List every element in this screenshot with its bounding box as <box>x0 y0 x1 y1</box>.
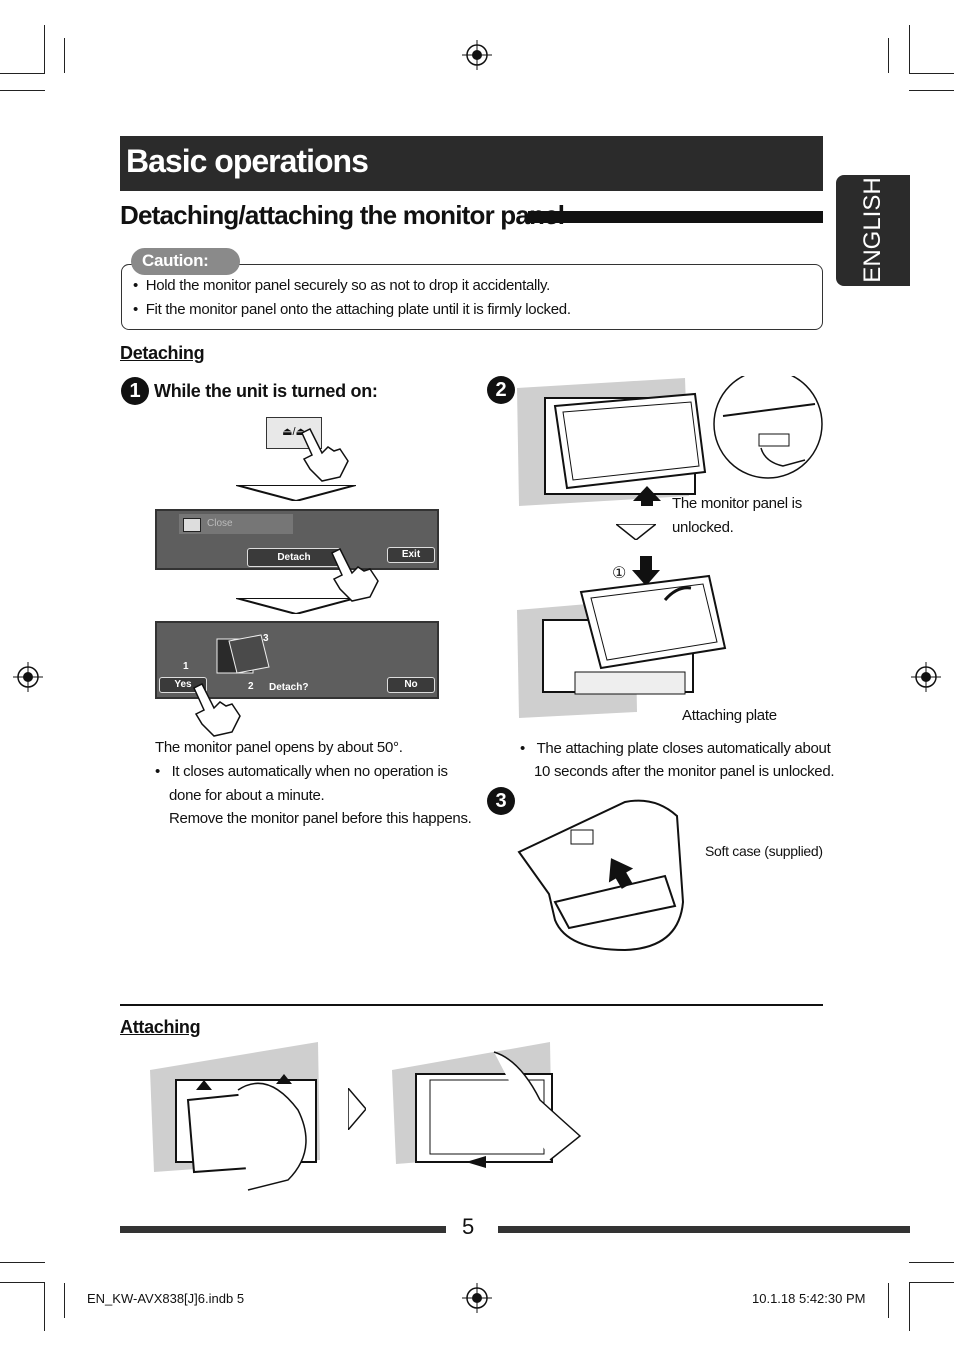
print-file-name: EN_KW-AVX838[J]6.indb 5 <box>87 1291 245 1306</box>
crop-mark <box>888 1283 889 1318</box>
registration-mark-icon <box>462 40 492 70</box>
no-button[interactable]: No <box>387 677 435 693</box>
registration-mark-icon <box>911 662 941 692</box>
screen-label-2: 2 <box>248 681 254 692</box>
crop-mark <box>909 1283 910 1331</box>
step-number-3: 3 <box>487 787 515 815</box>
attaching-plate-label: Attaching plate <box>682 707 777 724</box>
step-number-1: 1 <box>121 377 149 405</box>
crop-mark <box>44 1283 45 1331</box>
step-2-bullet-cont: 10 seconds after the monitor panel is un… <box>534 763 835 780</box>
finger-pointer-icon <box>193 682 241 737</box>
crop-mark <box>888 38 889 73</box>
step-2-bullet: • The attaching plate closes automatical… <box>520 740 831 757</box>
page-title-bar: Basic operations <box>120 136 823 191</box>
section-divider <box>120 1004 823 1006</box>
page-title: Basic operations <box>126 143 369 179</box>
page-number: 5 <box>462 1214 475 1239</box>
crop-mark <box>909 1262 954 1263</box>
unlocked-caption: The monitor panel is <box>672 495 802 512</box>
detach-button[interactable]: Detach <box>247 548 341 567</box>
registration-mark-icon <box>13 662 43 692</box>
eject-symbol: ⏏/⏏ <box>282 426 306 438</box>
detach-confirm-screen: ① 1 2 3 Yes Detach? No <box>155 621 439 699</box>
monitor-panel-icon <box>216 634 270 674</box>
step-1-bullet-cont: Remove the monitor panel before this hap… <box>169 810 472 827</box>
crop-mark <box>0 1262 45 1263</box>
step-1-bullet-cont: done for about a minute. <box>169 787 325 804</box>
caution-item-text: Fit the monitor panel onto the attaching… <box>145 301 571 318</box>
close-label: Close <box>207 518 233 529</box>
next-arrow-icon <box>348 1088 366 1130</box>
caution-item: • Hold the monitor panel securely so as … <box>133 277 551 294</box>
detaching-heading: Detaching <box>120 343 205 363</box>
screen-label-3: 3 <box>263 633 269 644</box>
caution-badge: Caution: <box>131 248 240 275</box>
crop-mark <box>909 25 910 73</box>
detach-menu-screen: Close Detach Exit <box>155 509 439 570</box>
registration-mark-icon <box>462 1283 492 1313</box>
close-menu-item[interactable]: Close <box>179 514 293 534</box>
down-arrow-icon <box>236 598 356 614</box>
caution-item: • Fit the monitor panel onto the attachi… <box>133 301 571 318</box>
section-rule <box>528 211 823 223</box>
finger-pointer-icon <box>301 427 349 482</box>
down-arrow-icon <box>236 485 356 501</box>
screen-icon <box>183 518 201 532</box>
detach-prompt: Detach? <box>269 682 309 693</box>
push-down-arrow-icon <box>632 556 660 586</box>
crop-mark <box>0 73 45 74</box>
crop-mark <box>909 1282 954 1283</box>
soft-case-label: Soft case (supplied) <box>705 843 823 859</box>
step-1-label: While the unit is turned on: <box>154 381 378 401</box>
removal-illustration <box>517 574 727 718</box>
print-timestamp: 10.1.18 5:42:30 PM <box>752 1291 866 1306</box>
step-1-bullet: • It closes automatically when no operat… <box>155 763 448 780</box>
down-arrow-icon <box>616 524 656 540</box>
crop-mark <box>909 90 954 91</box>
crop-mark <box>0 1282 45 1283</box>
unit-unlocked-illustration <box>517 376 823 506</box>
exit-button[interactable]: Exit <box>387 547 435 563</box>
crop-mark <box>44 25 45 73</box>
crop-mark <box>64 38 65 73</box>
step-2-note: The attaching plate closes automatically… <box>536 740 831 757</box>
language-tab-label: ENGLISH <box>859 177 886 283</box>
caution-label: Caution: <box>142 251 209 270</box>
caution-box <box>121 264 823 330</box>
soft-case-illustration <box>517 799 685 952</box>
attaching-illustration-2 <box>392 1042 582 1168</box>
step-1-bullet-text: It closes automatically when no operatio… <box>171 763 448 780</box>
crop-mark <box>64 1283 65 1318</box>
attaching-heading: Attaching <box>120 1017 201 1037</box>
crop-mark <box>909 73 954 74</box>
step-number-2: 2 <box>487 376 515 404</box>
footer-rule-left <box>120 1226 446 1233</box>
finger-pointer-icon <box>331 547 379 602</box>
language-tab: ENGLISH <box>836 175 910 286</box>
unlocked-caption-cont: unlocked. <box>672 519 734 536</box>
sub-step-1-label: ① <box>612 565 627 582</box>
crop-mark <box>0 90 45 91</box>
step-1-text: The monitor panel opens by about 50°. <box>155 739 403 756</box>
footer-rule-right <box>498 1226 910 1233</box>
caution-item-text: Hold the monitor panel securely so as no… <box>145 277 551 294</box>
screen-label-1: 1 <box>183 661 189 672</box>
section-title: Detaching/attaching the monitor panel <box>120 200 565 230</box>
attaching-illustration-1 <box>150 1042 320 1191</box>
